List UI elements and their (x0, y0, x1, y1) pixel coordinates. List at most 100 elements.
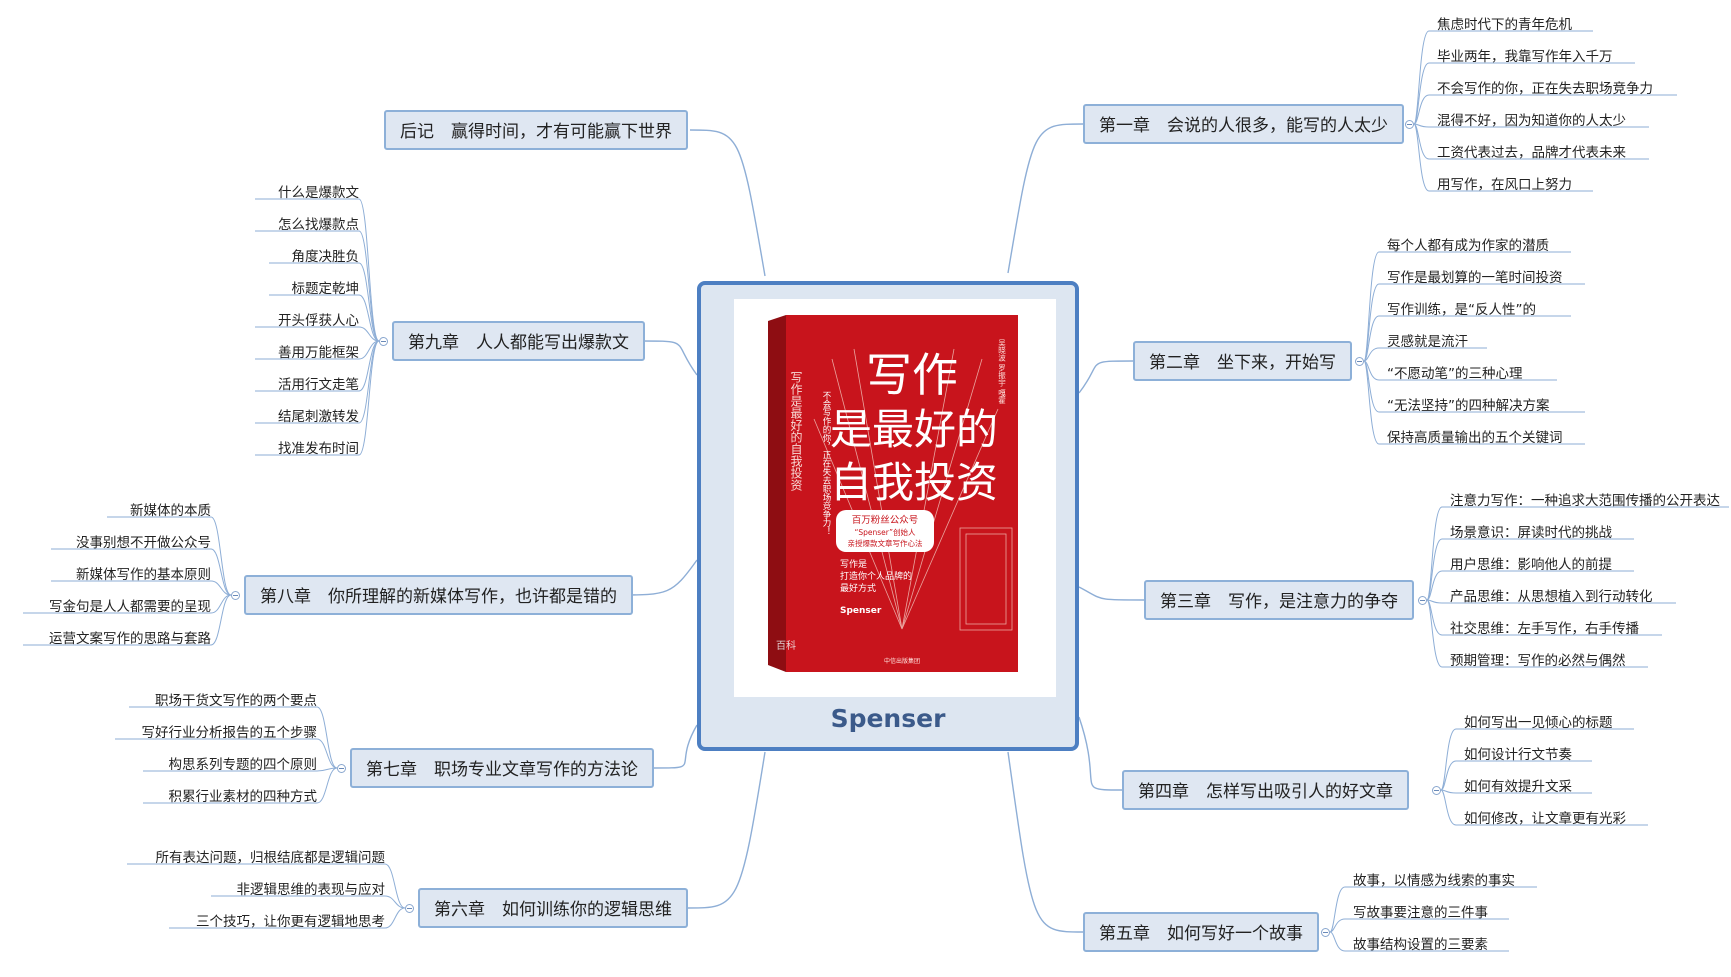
topic-leaf[interactable]: 工资代表过去，品牌才代表未来 (1437, 145, 1626, 161)
topic-leaf[interactable]: 善用万能框架 (278, 345, 359, 361)
topic-leaf[interactable]: 焦虑时代下的青年危机 (1437, 17, 1572, 33)
cover-sub-line1: 写作是 (840, 558, 867, 570)
connector-line (255, 340, 380, 360)
topic-leaf[interactable]: 灵感就是流汗 (1387, 334, 1468, 350)
topic-leaf[interactable]: 如何写出一见倾心的标题 (1464, 715, 1613, 731)
chapter-node-right-5[interactable]: 第五章 如何写好一个故事 (1083, 912, 1319, 952)
connector-line (1329, 918, 1509, 933)
topic-leaf[interactable]: 写作训练，是“反人性”的 (1387, 302, 1536, 318)
chapter-node-left-4[interactable]: 第七章 职场专业文章写作的方法论 (350, 748, 654, 788)
topic-leaf[interactable]: 社交思维：左手写作，右手传播 (1450, 621, 1639, 637)
collapse-toggle-icon[interactable] (1405, 120, 1414, 129)
connector-line (1413, 123, 1593, 192)
connector-line (255, 198, 380, 342)
central-topic[interactable]: 写作 是最好的 自我投资 写作是最好的自我投资 不会写作的你，正在失去职场竞争力… (697, 281, 1079, 751)
connector-line (269, 262, 380, 342)
chapter-node-right-2[interactable]: 第二章 坐下来，开始写 (1133, 341, 1352, 381)
topic-leaf[interactable]: 用写作，在风口上努力 (1437, 177, 1572, 193)
connector-line (1426, 599, 1648, 668)
collapse-toggle-icon[interactable] (1355, 357, 1364, 366)
connector-line (255, 340, 380, 456)
topic-leaf[interactable]: 积累行业素材的四种方式 (168, 789, 318, 805)
topic-leaf[interactable]: 标题定乾坤 (291, 281, 360, 297)
topic-leaf[interactable]: 职场干货文写作的两个要点 (155, 693, 317, 709)
cover-badge-line1: 百万粉丝公众号 (852, 514, 919, 526)
topic-leaf[interactable]: 故事结构设置的三要素 (1353, 937, 1488, 953)
connector-line (1078, 360, 1134, 394)
collapse-toggle-icon[interactable] (337, 764, 346, 773)
chapter-node-right-1[interactable]: 第一章 会说的人很多，能写的人太少 (1083, 104, 1404, 144)
connector-line (1426, 599, 1676, 604)
cover-badge-line3: 亲授爆款文章写作心法 (848, 538, 923, 548)
topic-leaf[interactable]: 新媒体的本质 (130, 503, 211, 519)
chapter-node-left-2[interactable]: 第九章 人人都能写出爆款文 (392, 321, 645, 361)
collapse-toggle-icon[interactable] (379, 337, 388, 346)
topic-leaf[interactable]: 结尾刺激转发 (278, 409, 359, 425)
topic-leaf[interactable]: 写故事要注意的三件事 (1353, 905, 1488, 921)
connector-line (1413, 94, 1677, 125)
topic-leaf[interactable]: 活用行文走笔 (278, 377, 359, 393)
chapter-node-left-3[interactable]: 第八章 你所理解的新媒体写作，也许都是错的 (244, 575, 633, 615)
chapter-node-left-5[interactable]: 第六章 如何训练你的逻辑思维 (418, 888, 688, 928)
connector-line (143, 767, 338, 772)
connector-line (255, 340, 380, 392)
connector-line (1363, 315, 1571, 362)
collapse-toggle-icon[interactable] (405, 904, 414, 913)
topic-leaf[interactable]: 非逻辑思维的表现与应对 (236, 882, 386, 898)
chapter-node-left-1[interactable]: 后记 赢得时间，才有可能赢下世界 (384, 110, 688, 150)
topic-leaf[interactable]: “无法坚持”的四种解决方案 (1387, 398, 1550, 414)
connector-line (269, 294, 380, 342)
topic-leaf[interactable]: 写作是最划算的一笔时间投资 (1387, 270, 1563, 286)
topic-leaf[interactable]: 保持高质量输出的五个关键词 (1387, 430, 1563, 446)
topic-leaf[interactable]: “不愿动笔”的三种心理 (1387, 366, 1523, 382)
collapse-toggle-icon[interactable] (1321, 928, 1330, 937)
connector-line (129, 706, 338, 769)
cover-spine-text: 写作是最好的自我投资 (789, 371, 803, 492)
connector-line (51, 548, 232, 596)
chapter-node-right-3[interactable]: 第三章 写作，是注意力的争夺 (1144, 580, 1414, 620)
topic-leaf[interactable]: 故事，以情感为线索的事实 (1353, 873, 1515, 889)
topic-leaf[interactable]: 开头俘获人心 (278, 313, 359, 329)
topic-leaf[interactable]: 不会写作的你，正在失去职场竞争力 (1437, 81, 1653, 97)
topic-leaf[interactable]: 构思系列专题的四个原则 (168, 757, 318, 773)
topic-leaf[interactable]: 三个技巧，让你更有逻辑地思考 (196, 914, 385, 930)
collapse-toggle-icon[interactable] (1418, 596, 1427, 605)
topic-leaf[interactable]: 如何设计行文节奏 (1464, 747, 1572, 763)
collapse-toggle-icon[interactable] (231, 591, 240, 600)
topic-leaf[interactable]: 写金句是人人都需要的呈现 (49, 599, 211, 615)
connector-line (115, 738, 338, 769)
connector-line (1440, 760, 1592, 791)
connector-line (107, 516, 232, 596)
topic-leaf[interactable]: 如何有效提升文采 (1464, 779, 1572, 795)
topic-leaf[interactable]: 写好行业分析报告的五个步骤 (141, 725, 318, 741)
topic-leaf[interactable]: 如何修改，让文章更有光彩 (1464, 811, 1626, 827)
topic-leaf[interactable]: 混得不好，因为知道你的人太少 (1437, 113, 1626, 129)
topic-leaf[interactable]: 所有表达问题，归根结底都是逻辑问题 (155, 850, 386, 866)
topic-leaf[interactable]: 预期管理：写作的必然与偶然 (1450, 653, 1626, 669)
topic-leaf[interactable]: 找准发布时间 (278, 441, 359, 457)
topic-leaf[interactable]: 什么是爆款文 (278, 185, 359, 201)
connector-line (1413, 123, 1649, 128)
topic-leaf[interactable]: 用户思维：影响他人的前提 (1450, 557, 1612, 573)
connector-line (143, 767, 338, 804)
book-cover-image: 写作 是最好的 自我投资 写作是最好的自我投资 不会写作的你，正在失去职场竞争力… (768, 315, 1018, 672)
topic-leaf[interactable]: 运营文案写作的思路与套路 (49, 631, 211, 647)
topic-leaf[interactable]: 每个人都有成为作家的潜质 (1387, 238, 1549, 254)
collapse-toggle-icon[interactable] (1432, 786, 1441, 795)
connector-line (653, 724, 698, 769)
connector-line (1363, 360, 1585, 445)
chapter-node-right-4[interactable]: 第四章 怎样写出吸引人的好文章 (1122, 770, 1409, 810)
topic-leaf[interactable]: 场景意识：屏读时代的挑战 (1450, 525, 1612, 541)
cover-side-text: 吴晓波 罗振宇 嘎霍 (997, 339, 1006, 405)
connector-line (23, 594, 232, 646)
connector-line (1426, 570, 1634, 601)
topic-leaf[interactable]: 产品思维：从思想植入到行动转化 (1450, 589, 1653, 605)
topic-leaf[interactable]: 角度决胜负 (291, 249, 360, 265)
topic-leaf[interactable]: 注意力写作：一种追求大范围传播的公开表达 (1450, 493, 1720, 509)
topic-leaf[interactable]: 怎么找爆款点 (278, 217, 359, 233)
topic-leaf[interactable]: 新媒体写作的基本原则 (76, 567, 211, 583)
cover-sub-line3: 最好方式 (840, 582, 876, 594)
topic-leaf[interactable]: 毕业两年，我靠写作年入千万 (1437, 49, 1613, 65)
cover-sub-line2: 打造你个人品牌的 (840, 570, 912, 582)
topic-leaf[interactable]: 没事别想不开做公众号 (76, 535, 211, 551)
